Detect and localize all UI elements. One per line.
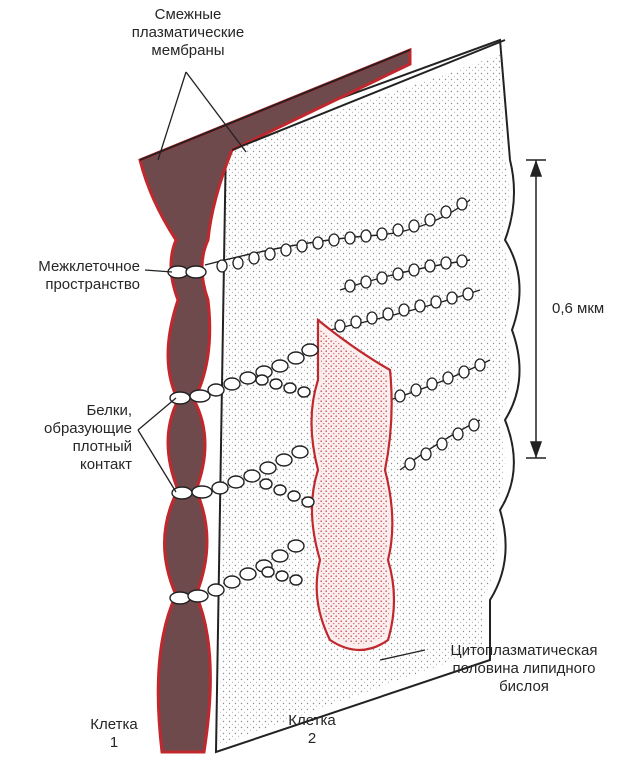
label-line: плотный [0, 438, 132, 456]
label-scale: 0,6 мкм [552, 300, 604, 318]
label-cell-2: Клетка 2 [272, 712, 352, 748]
label-line: половина липидного [424, 660, 624, 678]
label-line: 2 [272, 730, 352, 748]
label-proteins: Белки, образующие плотный контакт [0, 402, 132, 474]
label-cell-1: Клетка 1 [74, 716, 154, 752]
label-intercellular-space: Межклеточное пространство [0, 258, 140, 294]
label-line: Клетка [272, 712, 352, 730]
label-line: пространство [0, 276, 140, 294]
label-line: плазматические [118, 24, 258, 42]
label-line: мембраны [118, 42, 258, 60]
label-line: Смежные [118, 6, 258, 24]
label-line: Клетка [74, 716, 154, 734]
scale-bar [526, 160, 546, 458]
label-adjacent-membranes: Смежные плазматические мембраны [118, 6, 258, 60]
label-line: образующие [0, 420, 132, 438]
label-line: 1 [74, 734, 154, 752]
label-line: бислоя [424, 678, 624, 696]
label-line: Белки, [0, 402, 132, 420]
label-cytoplasmic-half: Цитоплазматическая половина липидного би… [424, 642, 624, 696]
cytoplasmic-leaflet [312, 320, 395, 650]
label-line: контакт [0, 456, 132, 474]
label-line: Цитоплазматическая [424, 642, 624, 660]
label-line: Межклеточное [0, 258, 140, 276]
